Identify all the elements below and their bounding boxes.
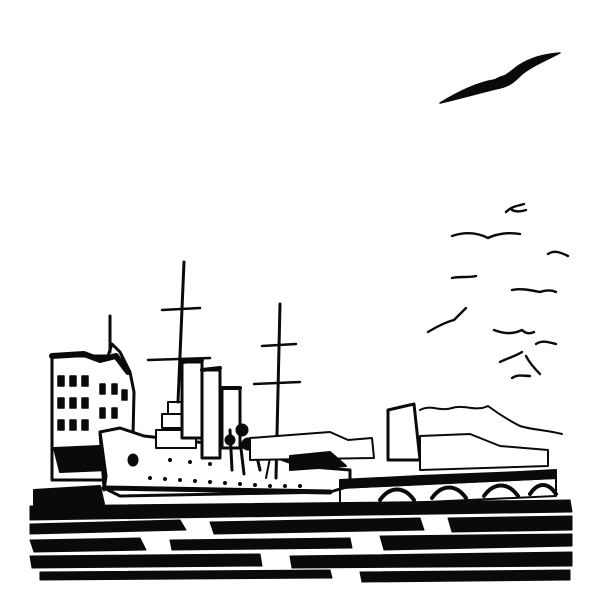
bridge (339, 469, 558, 507)
river-water (29, 499, 573, 583)
seagull-large (439, 52, 561, 104)
seagull-flock (426, 202, 570, 380)
right-buildings (249, 402, 563, 471)
quay (33, 485, 105, 507)
left-buildings (49, 314, 136, 482)
